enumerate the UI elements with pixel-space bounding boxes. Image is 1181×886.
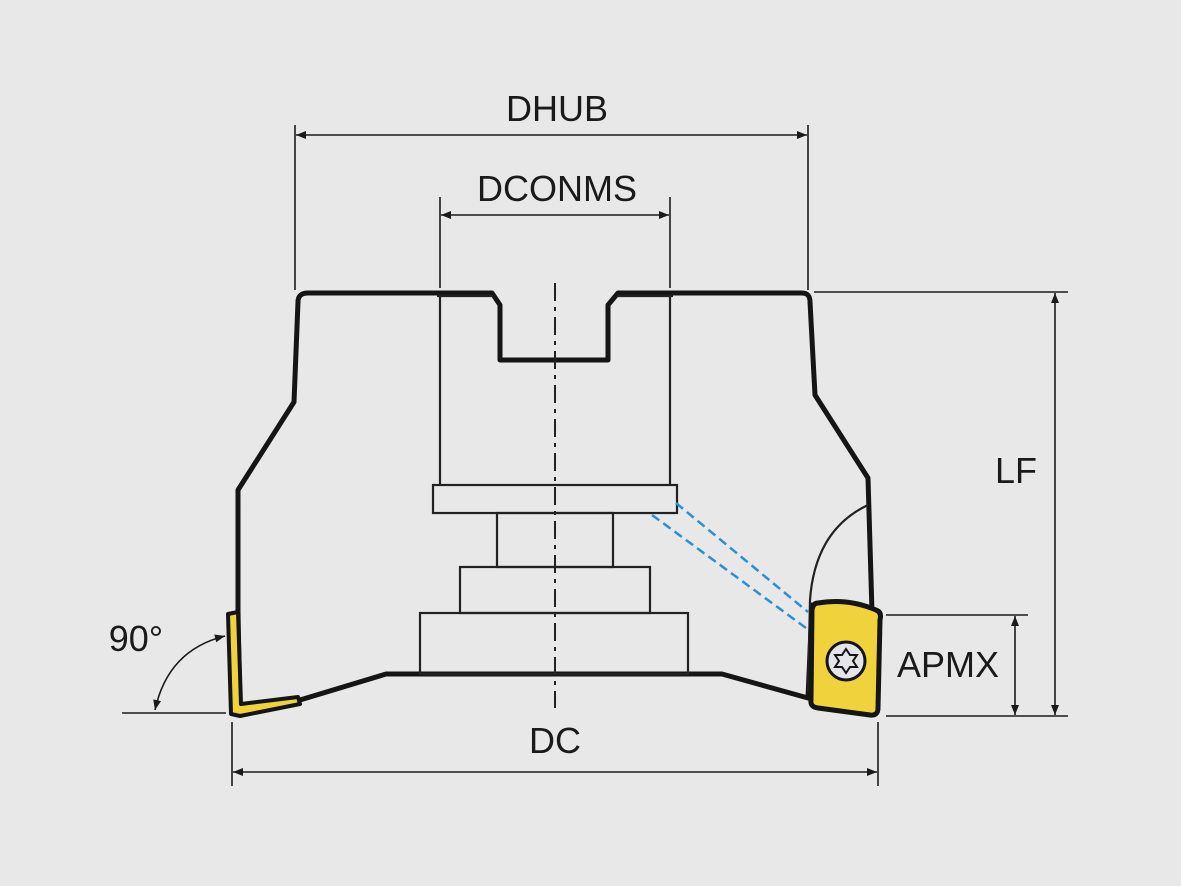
torx-icon bbox=[833, 647, 859, 675]
coolant-channel bbox=[651, 502, 809, 630]
label-angle: 90° bbox=[109, 618, 163, 659]
label-lf: LF bbox=[995, 450, 1037, 491]
dimension-dconms: DCONMS bbox=[439, 168, 671, 288]
label-apmx: APMX bbox=[897, 644, 999, 685]
cutter-body bbox=[235, 283, 875, 715]
label-dc: DC bbox=[529, 720, 581, 761]
left-insert bbox=[226, 610, 302, 718]
dimension-lf: LF bbox=[814, 291, 1068, 717]
dimension-angle: 90° bbox=[109, 618, 226, 714]
label-dconms: DCONMS bbox=[477, 168, 637, 209]
right-insert bbox=[808, 599, 883, 718]
dimension-dhub: DHUB bbox=[294, 88, 809, 290]
label-dhub: DHUB bbox=[506, 88, 608, 129]
dimension-apmx: APMX bbox=[886, 614, 1028, 715]
insert-pocket-curve bbox=[806, 504, 869, 693]
dimension-dc: DC bbox=[231, 720, 879, 786]
